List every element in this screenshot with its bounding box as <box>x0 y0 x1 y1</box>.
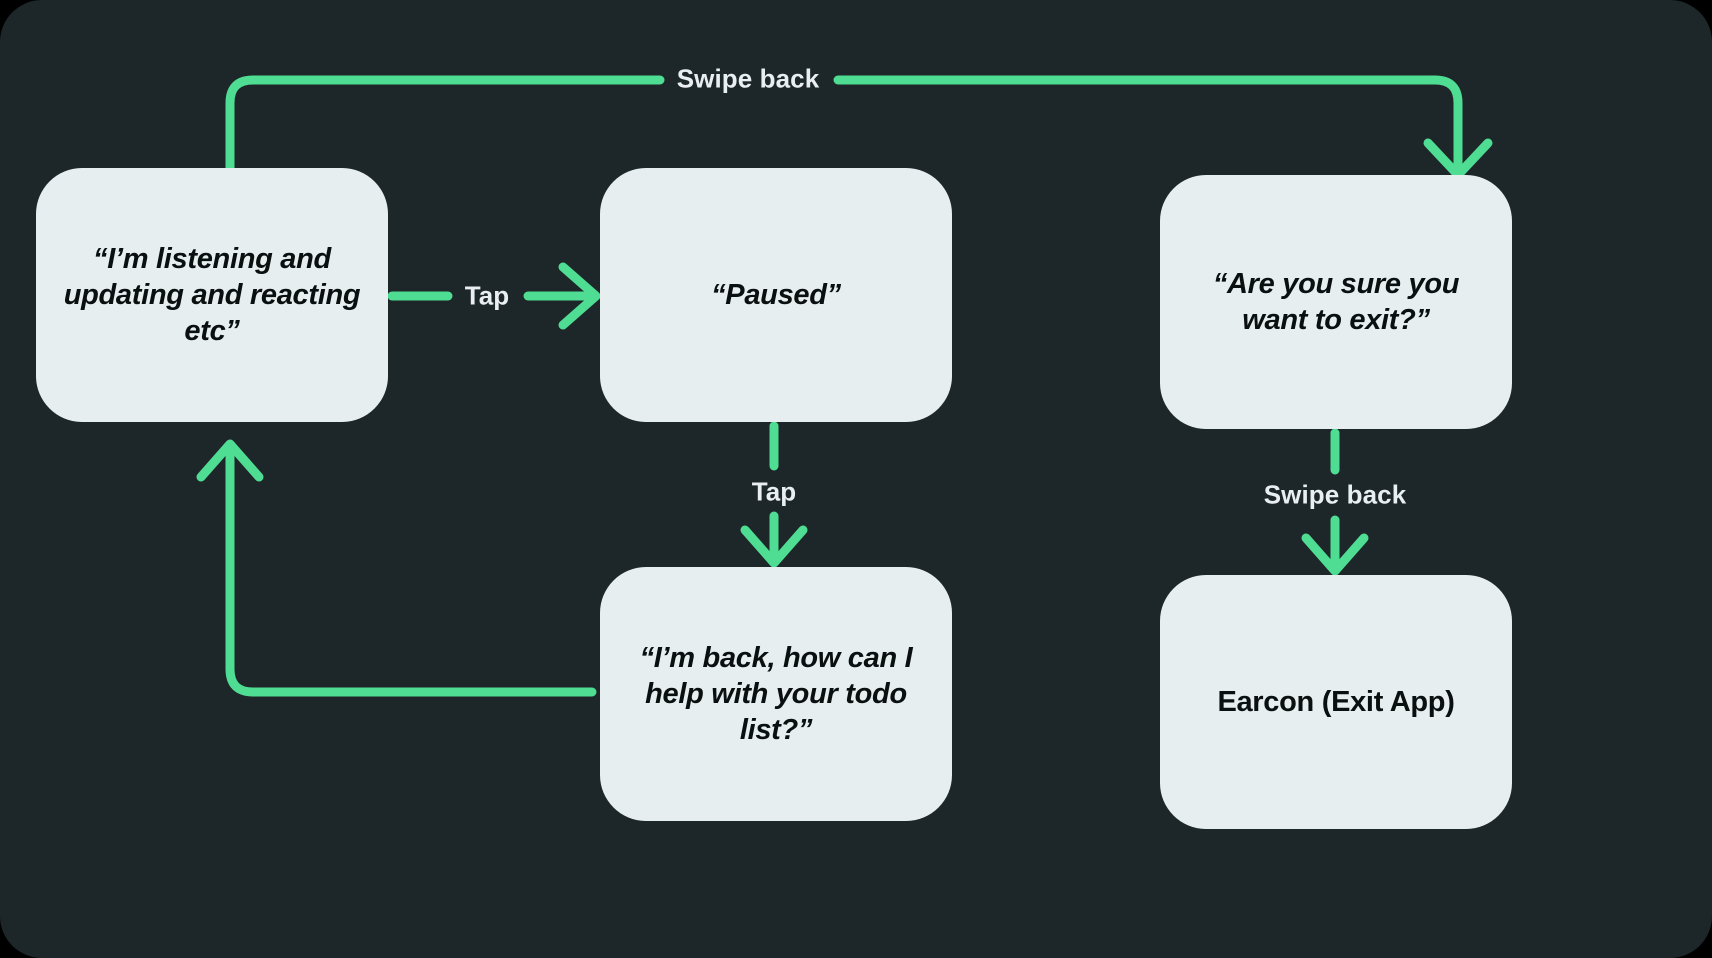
arrowhead-paused-in <box>558 262 601 330</box>
node-earcon[interactable]: Earcon (Exit App) <box>1160 575 1512 829</box>
edge-label-tap-listening-to-paused: Tap <box>464 280 510 311</box>
node-paused[interactable]: “Paused” <box>600 168 952 422</box>
arrowhead-confirm-in <box>1423 138 1493 180</box>
node-paused-label: “Paused” <box>711 278 841 311</box>
node-confirm-label: “Are you sure you want to exit?” <box>1212 267 1460 336</box>
edge-label-swipe-back-confirm-to-earcon: Swipe back <box>1263 479 1407 510</box>
node-listening[interactable]: “I’m listening and updating and reacting… <box>36 168 388 422</box>
node-earcon-label: Earcon (Exit App) <box>1217 685 1455 718</box>
node-back[interactable]: “I’m back, how can I help with your todo… <box>600 567 952 821</box>
edge-back-to-listening <box>225 443 597 697</box>
edge-label-swipe-back-top: Swipe back <box>676 63 820 94</box>
edge-listening-to-confirm-right <box>833 75 1463 177</box>
node-back-label: “I’m back, how can I help with your todo… <box>639 641 913 747</box>
arrowhead-back-in <box>740 525 808 568</box>
node-listening-label: “I’m listening and updating and reacting… <box>63 242 361 348</box>
arrowhead-earcon-in <box>1301 533 1369 576</box>
edge-listening-to-confirm-left <box>225 75 665 173</box>
node-confirm[interactable]: “Are you sure you want to exit?” <box>1160 175 1512 429</box>
arrowhead-listening-in <box>196 439 264 482</box>
edge-label-tap-paused-to-back: Tap <box>751 476 797 507</box>
